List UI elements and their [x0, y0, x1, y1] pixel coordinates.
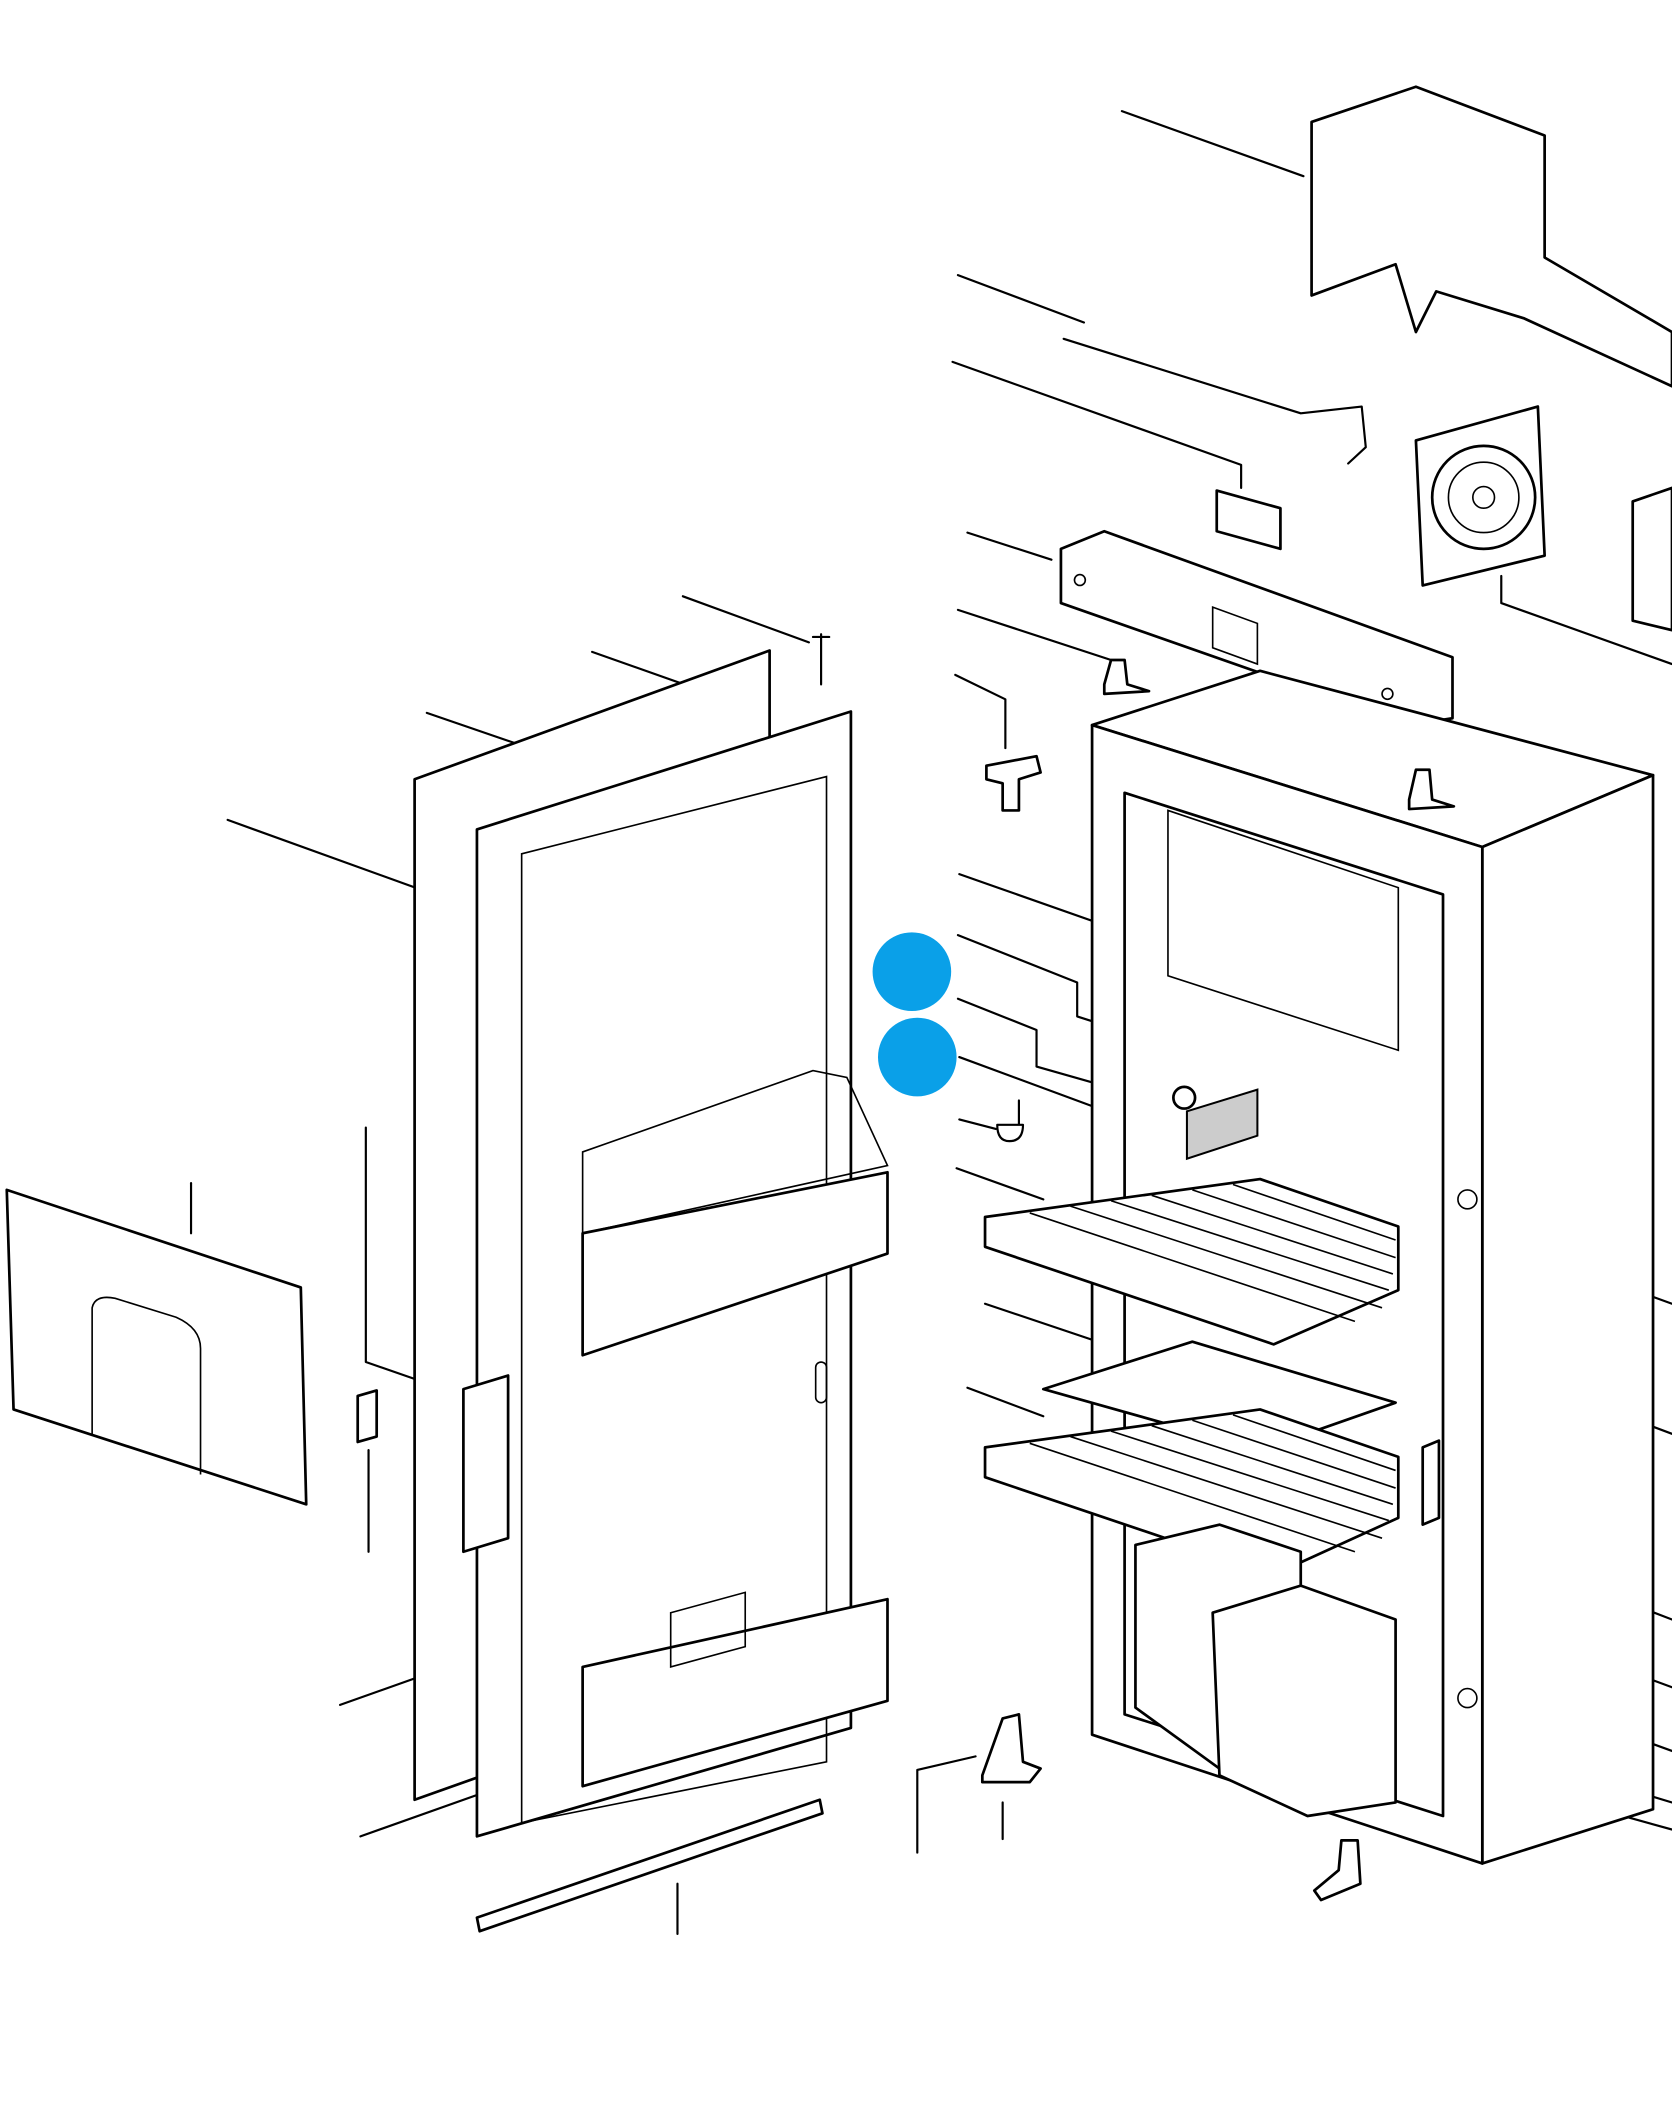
hinge-bottom-part	[980, 1713, 1042, 1784]
screw-part	[811, 633, 831, 686]
door-part	[413, 649, 889, 1838]
hinge-cabinet-part	[1102, 658, 1151, 696]
small-clip-part	[356, 1389, 379, 1444]
crisper-drawer-right-part	[1211, 1584, 1397, 1818]
hinge-cabinet-bottom-part	[1312, 1839, 1362, 1902]
knob-part	[1172, 1085, 1197, 1110]
lower-shelf-part	[983, 1408, 1400, 1577]
upper-shelf-part	[983, 1177, 1400, 1346]
fan-part	[1414, 405, 1546, 587]
top-cover-part	[1310, 85, 1672, 388]
hinge-cabinet-top-part	[1407, 768, 1456, 811]
bottom-rail-part	[475, 1798, 824, 1933]
door-hinge-part	[462, 1374, 510, 1554]
drain-part	[996, 1099, 1025, 1143]
side-box-part	[1631, 486, 1672, 632]
control-board-part	[1215, 489, 1282, 551]
side-panel-part	[5, 1188, 308, 1506]
hotspot-marker-1[interactable]	[872, 932, 952, 1012]
control-panel-part	[1059, 529, 1454, 727]
hotspot-marker-2[interactable]	[878, 1017, 957, 1097]
highlighted-plate-part	[1185, 1088, 1259, 1161]
hinge-top-part	[985, 754, 1042, 812]
door-catch-part	[1421, 1439, 1441, 1526]
cable-part	[1062, 337, 1367, 465]
